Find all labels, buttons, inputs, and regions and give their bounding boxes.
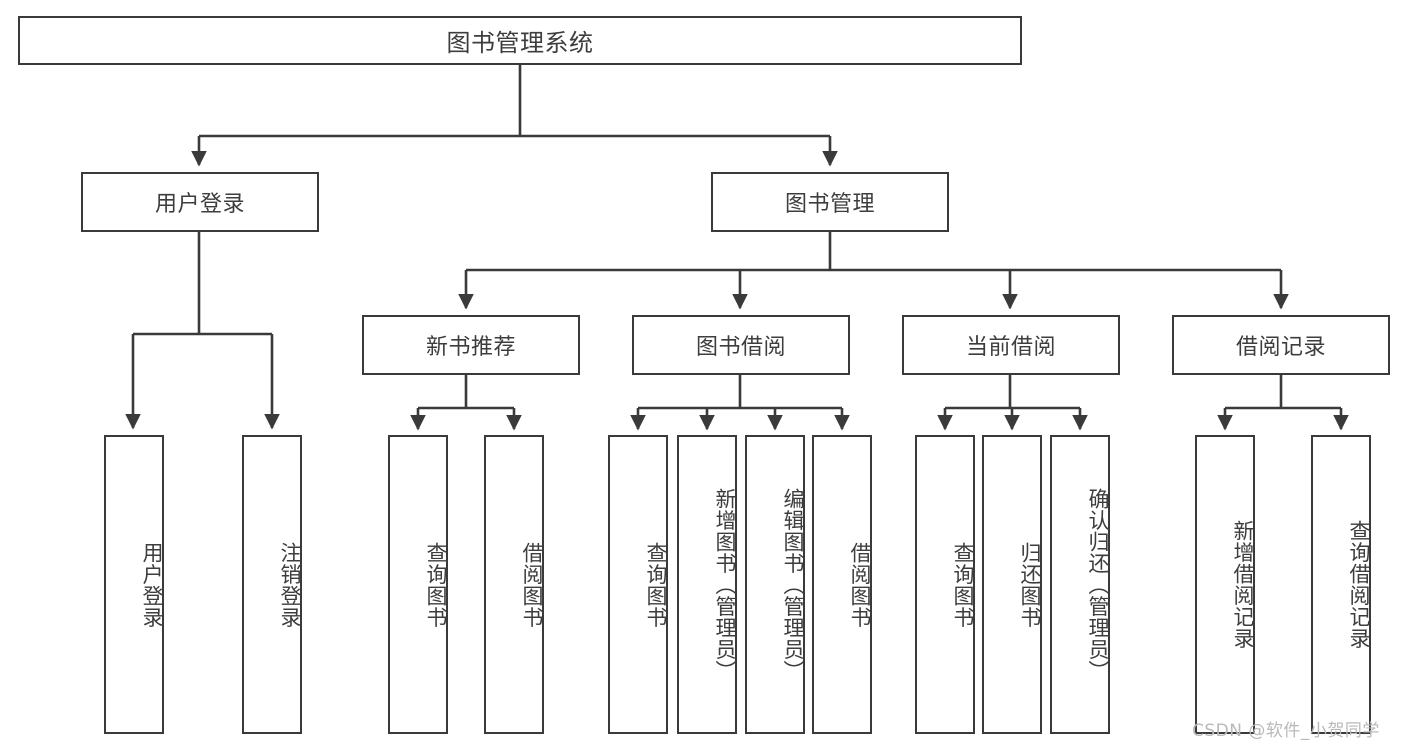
- leaf-add-borrow-record[interactable]: 新增借阅记录: [1195, 435, 1255, 734]
- leaf-edit-book-admin[interactable]: 编辑图书（管理员）: [745, 435, 805, 734]
- node-label: 注销登录: [278, 541, 302, 628]
- node-label: 用户登录: [154, 192, 245, 217]
- node-label: 新书推荐: [425, 335, 516, 360]
- node-label: 归还图书: [1018, 541, 1042, 628]
- node-label: 新增图书（管理员）: [713, 487, 737, 682]
- node-label: 查询图书: [644, 541, 668, 628]
- node-label: 借阅图书: [848, 541, 872, 628]
- node-book-borrow[interactable]: 图书借阅: [632, 315, 850, 375]
- node-label: 当前借阅: [965, 335, 1056, 360]
- node-label: 新增借阅记录: [1231, 520, 1255, 649]
- node-label: 借阅记录: [1235, 335, 1326, 360]
- leaf-user-logout[interactable]: 注销登录: [242, 435, 302, 734]
- leaf-borrow-book-recommend[interactable]: 借阅图书: [484, 435, 544, 734]
- node-label: 图书借阅: [695, 335, 786, 360]
- node-label: 编辑图书（管理员）: [781, 487, 805, 682]
- leaf-user-login[interactable]: 用户登录: [104, 435, 164, 734]
- leaf-query-book-recommend[interactable]: 查询图书: [388, 435, 448, 734]
- node-current-borrow[interactable]: 当前借阅: [902, 315, 1120, 375]
- node-label: 确认归还（管理员）: [1086, 487, 1110, 682]
- leaf-query-book-current[interactable]: 查询图书: [915, 435, 975, 734]
- leaf-return-book[interactable]: 归还图书: [982, 435, 1042, 734]
- leaf-query-borrow-record[interactable]: 查询借阅记录: [1311, 435, 1371, 734]
- node-label: 借阅图书: [520, 541, 544, 628]
- leaf-confirm-return-admin[interactable]: 确认归还（管理员）: [1050, 435, 1110, 734]
- leaf-add-book-admin[interactable]: 新增图书（管理员）: [677, 435, 737, 734]
- node-new-book-recommend[interactable]: 新书推荐: [362, 315, 580, 375]
- node-label: 查询图书: [951, 541, 975, 628]
- node-root-system[interactable]: 图书管理系统: [18, 16, 1022, 65]
- node-label: 查询图书: [424, 541, 448, 628]
- node-label: 图书管理: [784, 192, 875, 217]
- leaf-borrow-book[interactable]: 借阅图书: [812, 435, 872, 734]
- node-label: 用户登录: [140, 541, 164, 628]
- leaf-query-book[interactable]: 查询图书: [608, 435, 668, 734]
- watermark: CSDN @软件_小贺同学: [1192, 721, 1380, 741]
- node-label: 图书管理系统: [446, 29, 594, 57]
- node-user-login[interactable]: 用户登录: [81, 172, 319, 232]
- node-book-management[interactable]: 图书管理: [711, 172, 949, 232]
- node-borrow-record[interactable]: 借阅记录: [1172, 315, 1390, 375]
- node-label: 查询借阅记录: [1347, 520, 1371, 649]
